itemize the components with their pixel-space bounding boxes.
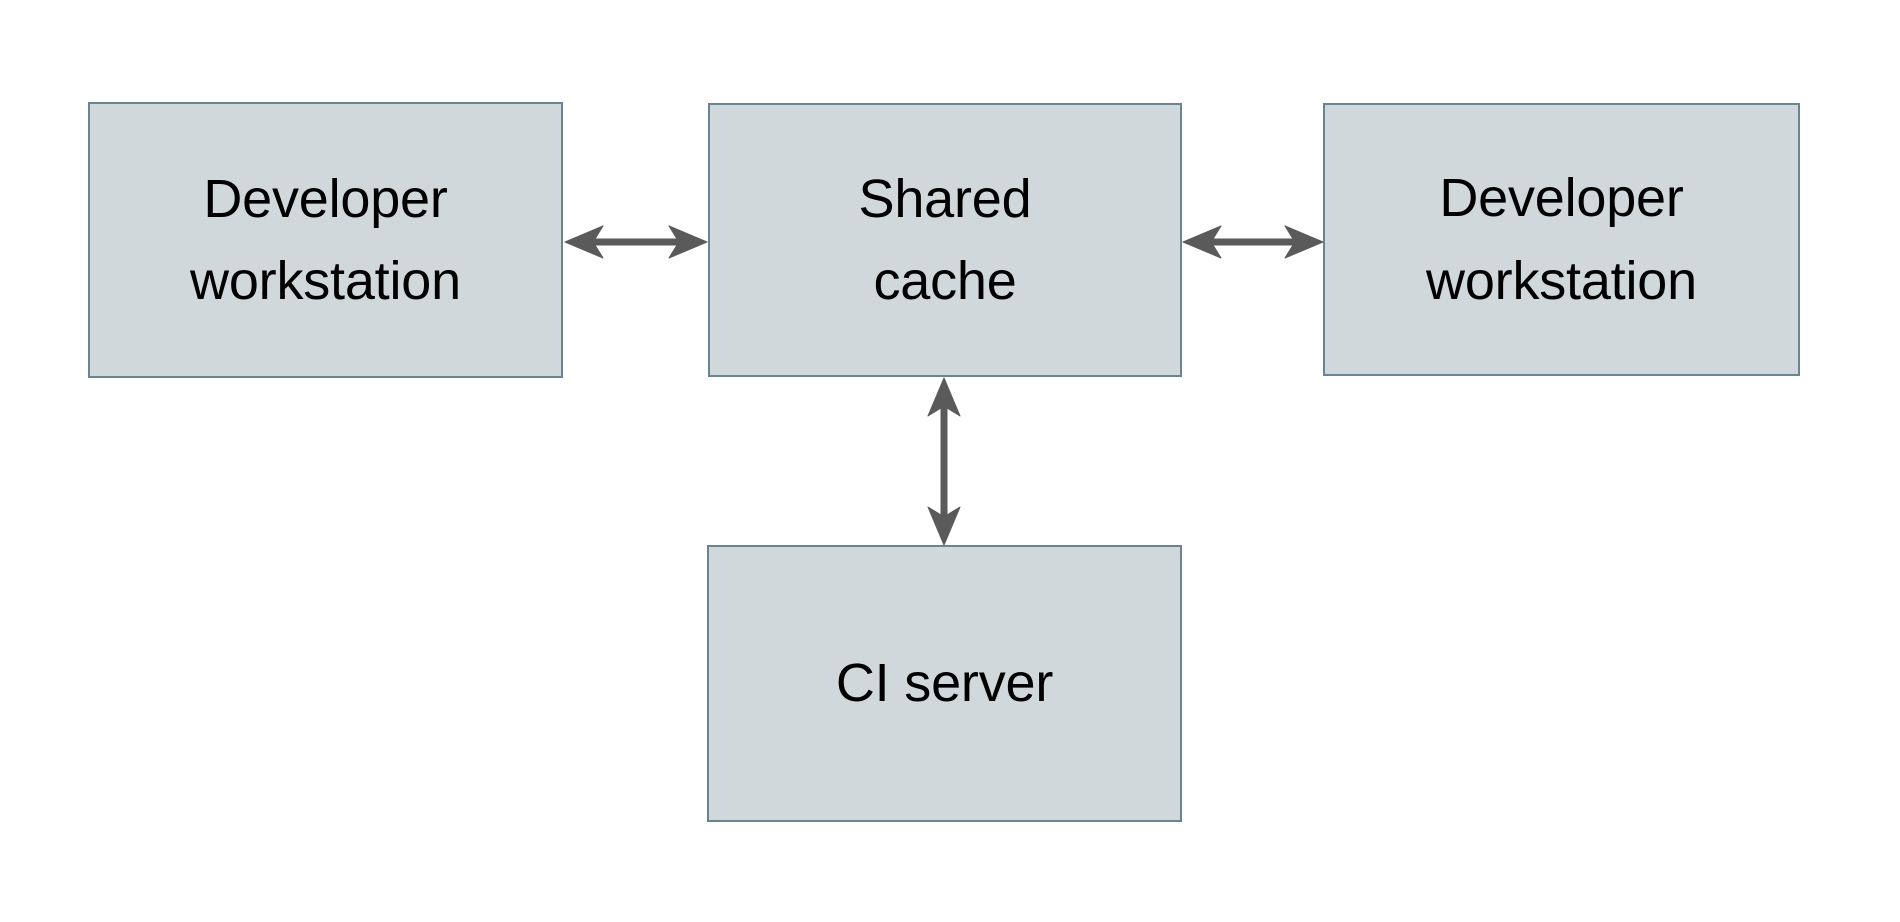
double-arrow-horizontal-icon (564, 225, 708, 259)
node-label: Shared cache (858, 168, 1032, 311)
node-shared-cache[interactable]: Shared cache (708, 103, 1182, 377)
node-label: CI server (835, 653, 1054, 714)
edge-developer-left-to-shared-cache[interactable] (563, 221, 709, 263)
node-label: Developer workstation (190, 168, 461, 311)
edge-shared-cache-to-ci-server[interactable] (923, 376, 965, 547)
double-arrow-vertical-icon (927, 377, 961, 546)
node-label: Developer workstation (1426, 168, 1697, 311)
node-developer-workstation-left[interactable]: Developer workstation (88, 102, 563, 378)
double-arrow-horizontal-icon (1182, 225, 1324, 259)
node-developer-workstation-right[interactable]: Developer workstation (1323, 103, 1800, 376)
node-ci-server[interactable]: CI server (707, 545, 1182, 822)
edge-shared-cache-to-developer-right[interactable] (1181, 221, 1325, 263)
